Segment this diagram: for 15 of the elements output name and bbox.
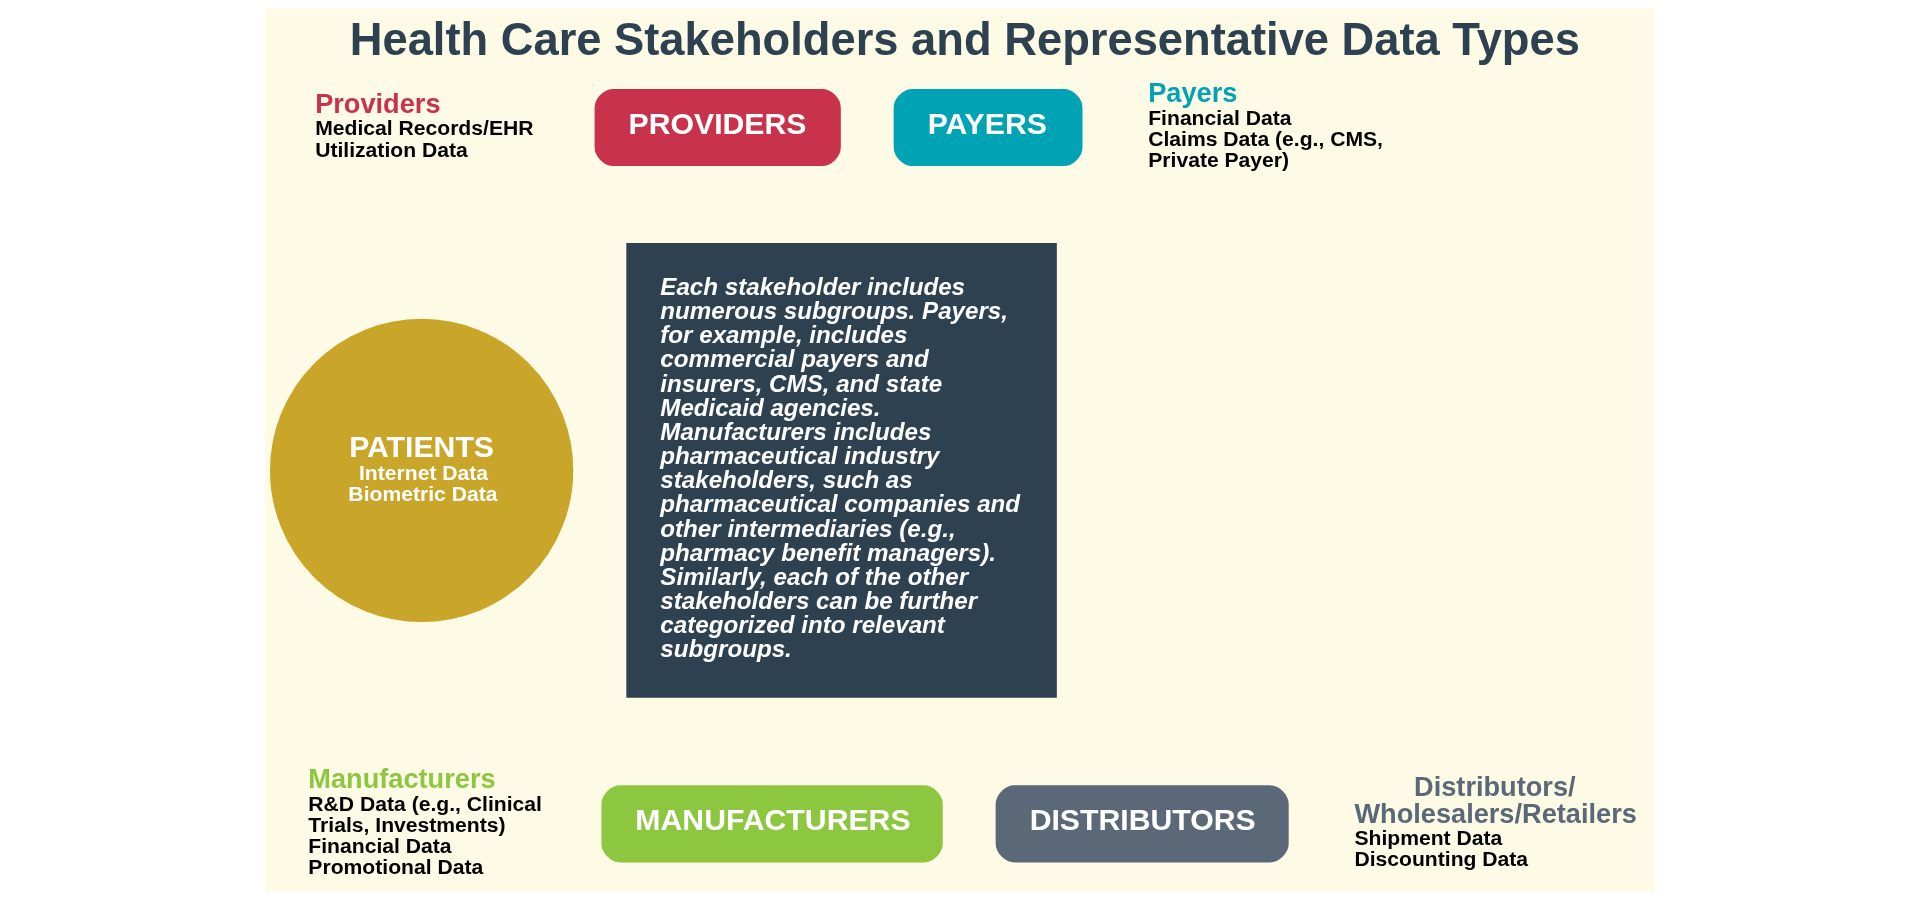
node-label: Distributors/ Wholesalers/Retailers [1354,770,1637,829]
node-label: Promotional Data [308,855,484,879]
node-box: MANUFACTURERS [601,785,943,863]
node-label: Payers [1148,77,1238,109]
node-label: Utilization Data [315,137,468,161]
node-box: DISTRIBUTORS [995,785,1289,863]
node-label: Providers [315,88,441,119]
node-label: Shipment Data [1354,826,1503,850]
node-box: PROVIDERS [594,89,841,166]
label: Each stakeholder includes numerous subgroups. Payers, for example, includes commercial payers and insurers, CMS, and state Medicaid agencies. Manufacturers includes pharmaceutical industry stakeholders, such as pharmaceutical companies and other intermediaries (e.g., pharmacy benefit managers). Similarly, each of the other stakeholders can be further categorized into relevant subgroups. [660,272,1021,663]
node-box: PAYERS [893,89,1083,166]
node-label: Claims Data (e.g., CMS, Private Payer) [1148,126,1383,172]
node-circle: PATIENTS Internet Data Biometric Data [270,318,574,623]
node-label: Medical Records/EHR [315,116,534,140]
diagram-title: Health Care Stakeholders and Representative Data Types [349,13,1580,65]
